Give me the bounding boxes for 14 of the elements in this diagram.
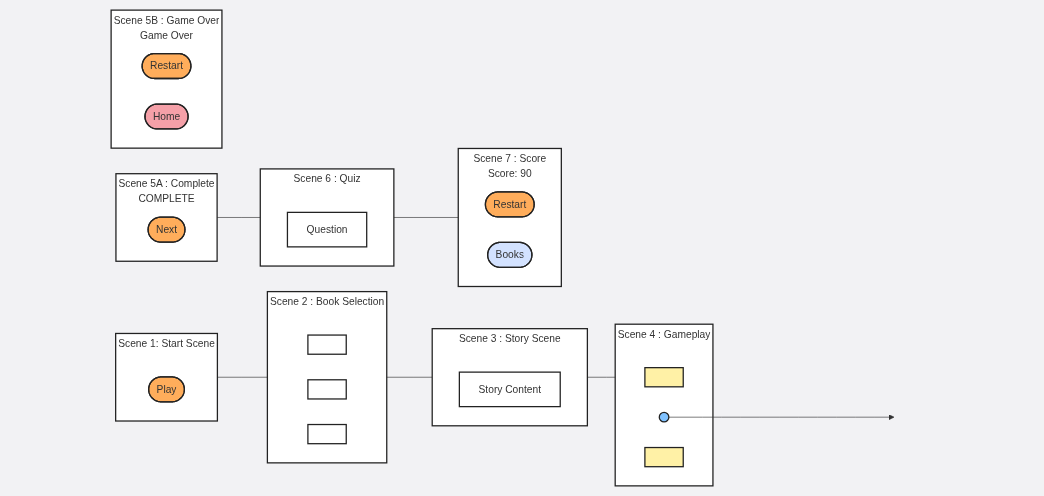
connector — [217, 217, 261, 218]
cluster: Scene 4 : Gameplay — [614, 323, 714, 487]
node-box — [307, 379, 348, 400]
node-box — [644, 446, 685, 468]
node-box: Story Content — [458, 371, 562, 408]
connector — [587, 376, 616, 378]
connector — [386, 376, 433, 378]
node-box — [307, 334, 348, 355]
node-box — [644, 367, 685, 388]
connector — [217, 376, 268, 378]
node-circle — [658, 411, 670, 423]
node-box — [307, 423, 348, 445]
cluster: Scene 2 : Book Selection — [266, 290, 388, 464]
node-box: Question — [287, 211, 368, 248]
